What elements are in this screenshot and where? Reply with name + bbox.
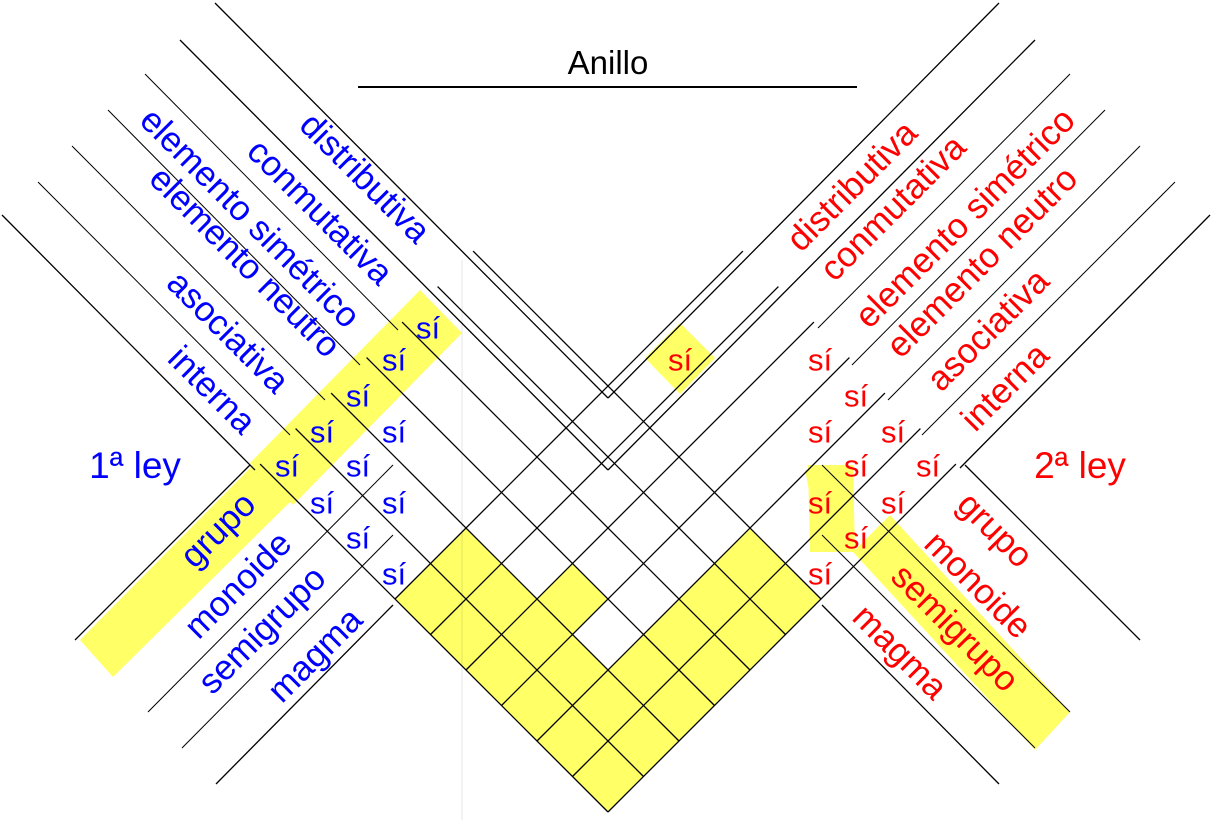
grid-line-red-axis [437,286,786,635]
second-law-yes-mark: sí [668,343,693,378]
header-line [607,39,1036,471]
second-law-yes-mark: sí [844,449,869,484]
structure-line-thin [147,464,394,713]
second-law-yes-mark: sí [808,557,833,592]
second-law-yes-mark: sí [808,343,833,378]
first-law-yes-mark: sí [310,415,335,450]
second-law-distributiva-cell [645,323,715,394]
header-line [179,39,609,471]
grid-line-red-axis [295,428,644,777]
second-law-label: 2ª ley [1034,445,1126,486]
first-law-grupo-column [250,290,462,505]
first-law-yes-mark: sí [416,311,441,346]
first-law-yes-mark: sí [346,379,371,414]
first-law-yes-mark: sí [346,521,371,556]
structure-line [215,604,394,785]
header-line-thin [37,181,291,436]
header-line-thin [887,145,1141,401]
second-law-yes-mark: sí [808,415,833,450]
second-law-yes-mark: sí [808,486,833,521]
diagram-title: Anillo [568,44,649,81]
structure-line-thin [181,534,394,749]
grid-line-blue-axis [536,392,886,742]
second-law-yes-mark: sí [916,449,941,484]
second-law-yes-mark: sí [844,379,869,414]
grid-line-red-axis [472,250,822,600]
first-law-yes-mark: sí [346,449,371,484]
first-law-yes-mark: sí [275,449,300,484]
first-law-yes-mark: sí [382,343,407,378]
structure-line-thin [821,464,1071,713]
grid-line-red-axis [330,392,680,742]
grid-line-red-axis [401,321,751,671]
grid-line-blue-axis [572,428,921,777]
header-line [1,214,256,471]
header-line-thin [71,145,326,401]
grid-line-red-axis [366,357,715,706]
structure-line [964,464,1141,641]
first-law-yes-mark: sí [382,415,407,450]
grid-line-blue-axis [465,321,815,671]
structure-line-thin [821,534,1036,749]
first-law-yes-mark: sí [382,557,407,592]
second-law-yes-mark: sí [881,486,906,521]
header-line [214,2,609,399]
second-law-grupo-cell [805,465,853,520]
structure-line [74,464,251,641]
header-line [959,214,1211,469]
structure-line [821,604,1000,785]
header-line-thin [107,109,361,366]
grid-line-blue-axis [394,250,744,600]
first-law-yes-mark: sí [310,486,335,521]
header-line-thin [921,181,1176,436]
first-law-yes-mark: sí [382,486,407,521]
header-line-thin [851,109,1106,366]
second-law-yes-mark: sí [844,521,869,556]
second-law-semigrupo-band [853,515,1070,750]
header-line [607,2,1000,399]
first-law-grupo-band [80,460,295,677]
grid-line-blue-axis [607,463,957,813]
grid-line-red-axis [259,463,609,813]
grid-line-blue-axis [430,286,779,635]
first-law-label: 1ª ley [89,445,181,486]
header-line-thin [144,73,399,331]
header-line-thin [817,73,1071,329]
second-law-yes-mark: sí [881,415,906,450]
grid-line-blue-axis [501,357,850,706]
